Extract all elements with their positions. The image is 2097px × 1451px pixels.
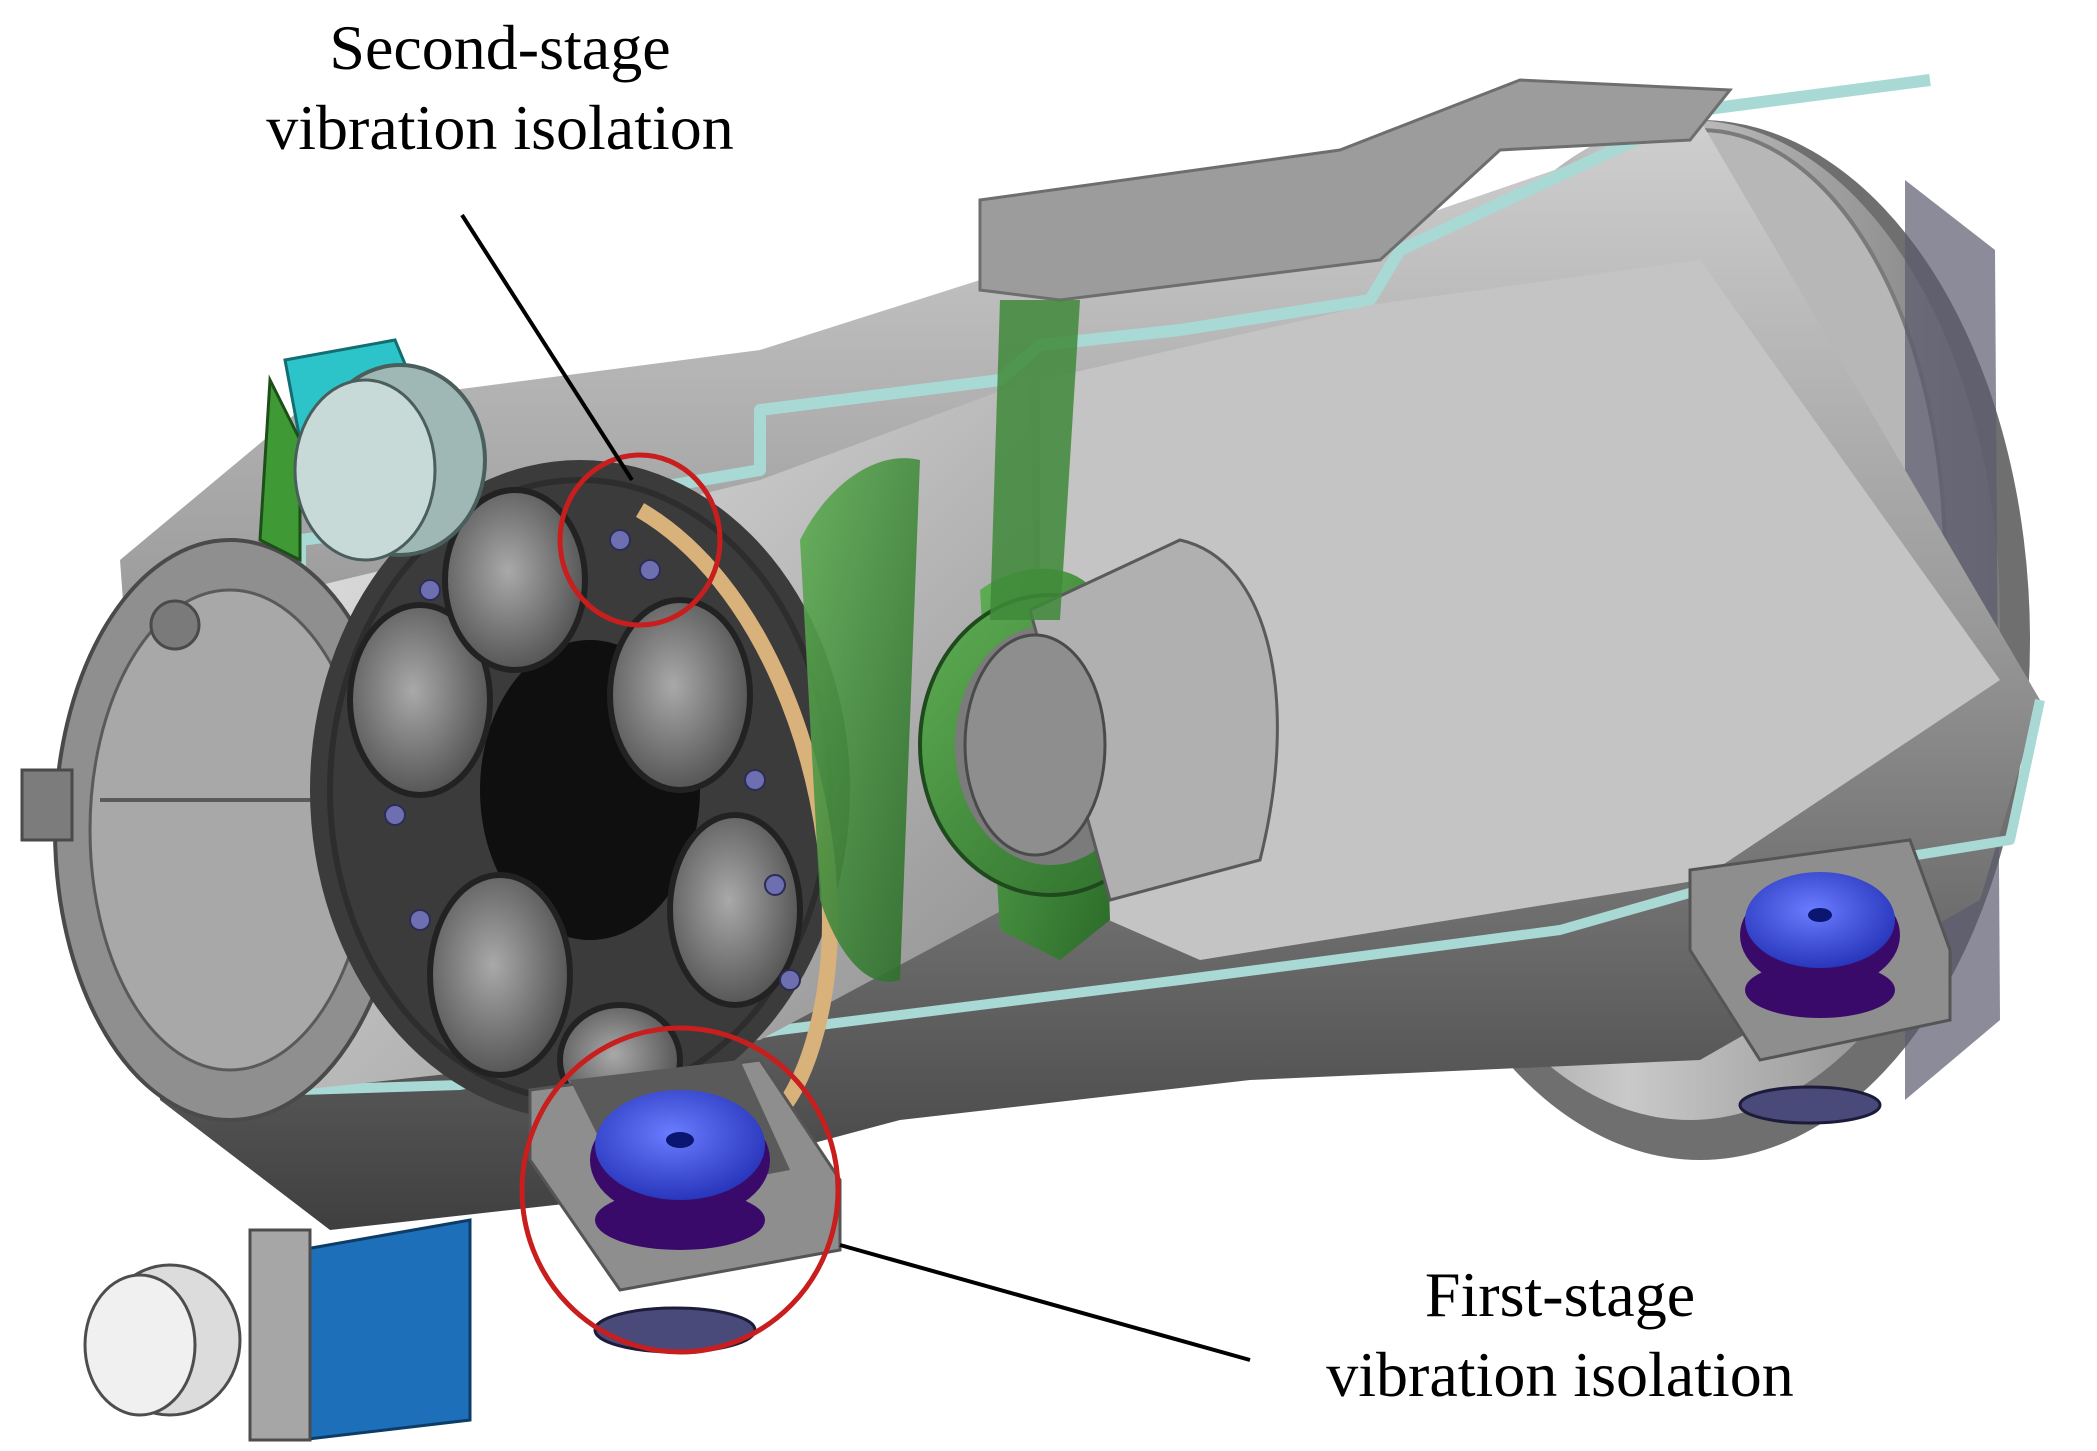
bottom-motor — [83, 1218, 472, 1442]
first-stage-isolator-rear — [1688, 838, 1952, 1125]
filter-lens — [347, 602, 493, 798]
filter-lens — [442, 487, 588, 673]
second-stage-leader-line — [460, 213, 634, 482]
front-end-cap — [20, 538, 407, 1122]
second-stage-label: Second-stage vibration isolation — [180, 8, 820, 168]
first-stage-isolator-front — [528, 1058, 842, 1354]
first-stage-highlight-circle — [519, 1025, 841, 1355]
optics-tube-bore — [963, 633, 1107, 857]
filter-lens — [607, 597, 753, 793]
filter-wheel — [310, 460, 850, 1120]
second-stage-label-line2: vibration isolation — [266, 92, 734, 163]
inner-optics-assembly — [800, 300, 1279, 982]
second-stage-label-line1: Second-stage — [329, 12, 671, 83]
first-stage-leader-line — [839, 1243, 1251, 1362]
first-stage-label: First-stage vibration isolation — [1210, 1255, 1910, 1415]
top-motor — [258, 338, 487, 563]
first-stage-label-line2: vibration isolation — [1326, 1339, 1794, 1410]
filter-lens — [667, 812, 803, 1008]
first-stage-label-line1: First-stage — [1424, 1259, 1696, 1330]
wheel-bolts — [384, 529, 801, 991]
filter-lens — [427, 872, 573, 1078]
second-stage-highlight-circle — [557, 452, 723, 628]
